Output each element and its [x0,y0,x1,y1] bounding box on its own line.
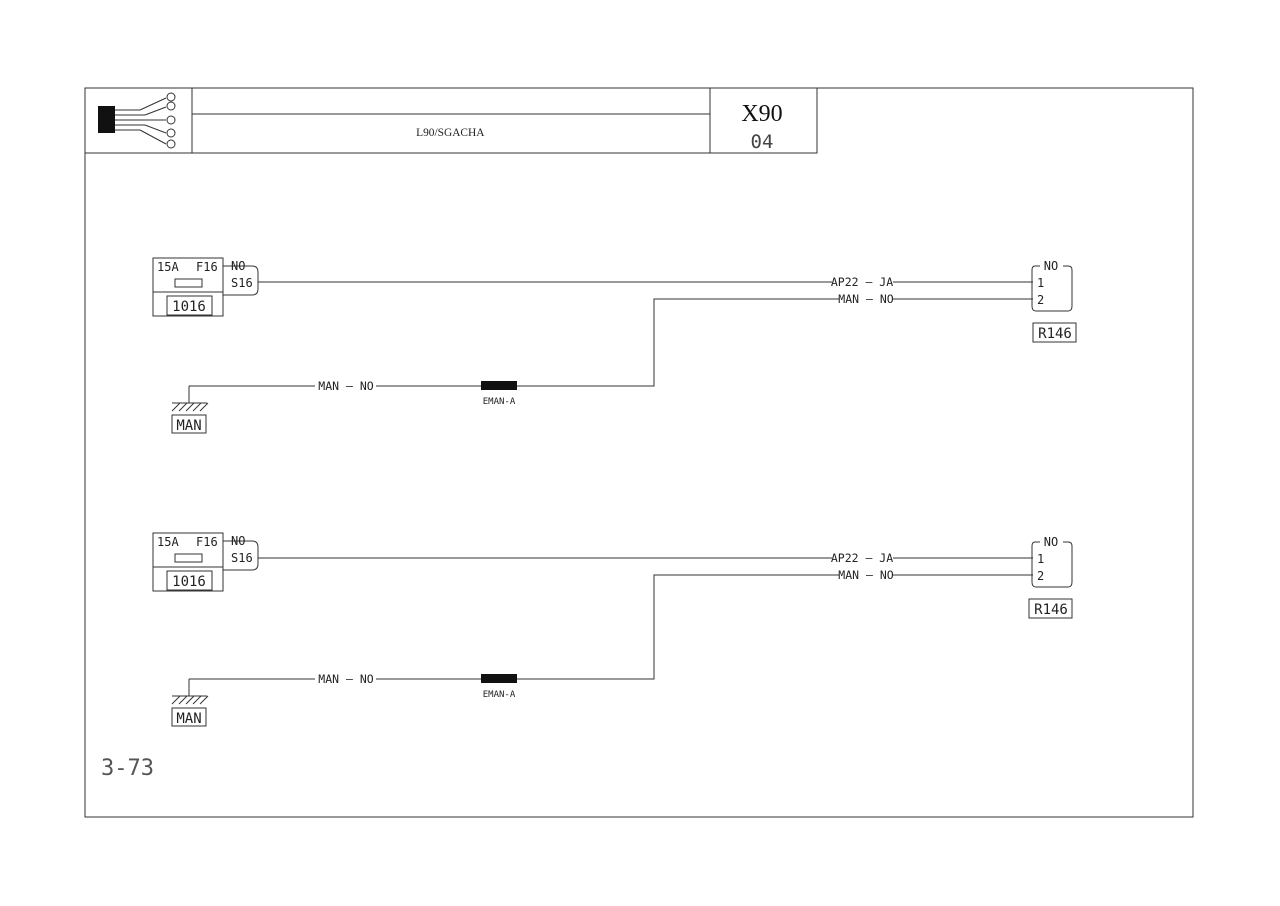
fuse-icon [174,553,203,563]
fuse-pin-top: NO [231,534,245,548]
splice-icon [481,381,517,390]
page-label: 3-73 [101,756,154,781]
circuit-2: 15A F16 1016 NO S16 AP22 — JA MAN — NO N… [152,532,1073,727]
fuse-box-id: 1016 [172,574,206,590]
connector-id: R146 [1038,326,1072,342]
splice-label: EMAN-A [483,397,516,407]
wire-label-ap22: AP22 — JA [831,551,893,565]
connector-pin-1: 1 [1037,552,1044,566]
connector-pin-2: 2 [1037,569,1044,583]
circuit-1: 15A F16 1016 NO S16 AP22 — JA MAN — NO N… [152,257,1077,434]
fuse-box-id: 1016 [172,299,206,315]
fuse-pin-label: S16 [231,276,253,290]
ground-label: MAN [176,418,201,434]
ground-icon [171,695,209,705]
fuse-box: 15A F16 1016 [152,532,224,592]
fuse-id: F16 [196,535,218,549]
fuse-pin-label: S16 [231,551,253,565]
connector-pin-2: 2 [1037,293,1044,307]
sheet-number: 04 [751,131,774,153]
ground-label: MAN [176,711,201,727]
wire-label-man: MAN — NO [838,568,893,582]
fuse-rating: 15A [157,535,179,549]
connector-top-label: NO [1044,535,1058,549]
wire-label-man: MAN — NO [838,292,893,306]
fuse-pin-bracket: NO S16 [223,259,259,296]
ground-wire-label: MAN — NO [318,379,373,393]
page-frame [84,87,1194,818]
ground-icon [171,402,209,412]
wire-label-ap22: AP22 — JA [831,275,893,289]
connector-id: R146 [1034,602,1068,618]
fuse-pin-top: NO [231,259,245,273]
connector-r146: NO 1 2 R146 [1031,259,1077,343]
ground-wire-label: MAN — NO [318,672,373,686]
fuse-rating: 15A [157,260,179,274]
fuse-id: F16 [196,260,218,274]
wire-man [517,574,839,680]
vehicle-code: X90 [741,101,782,127]
fuse-icon [174,278,203,288]
connector-logo-icon [98,92,176,149]
fuse-box: 15A F16 1016 [152,257,224,317]
wire-man [517,298,839,387]
splice-icon [481,674,517,683]
diagram-title: L90/SGACHA [416,126,485,139]
title-block: L90/SGACHA X90 04 [84,87,818,154]
connector-r146: NO 1 2 R146 [1028,535,1073,619]
splice-label: EMAN-A [483,690,516,700]
fuse-pin-bracket: NO S16 [223,534,259,571]
connector-top-label: NO [1044,259,1058,273]
connector-pin-1: 1 [1037,276,1044,290]
